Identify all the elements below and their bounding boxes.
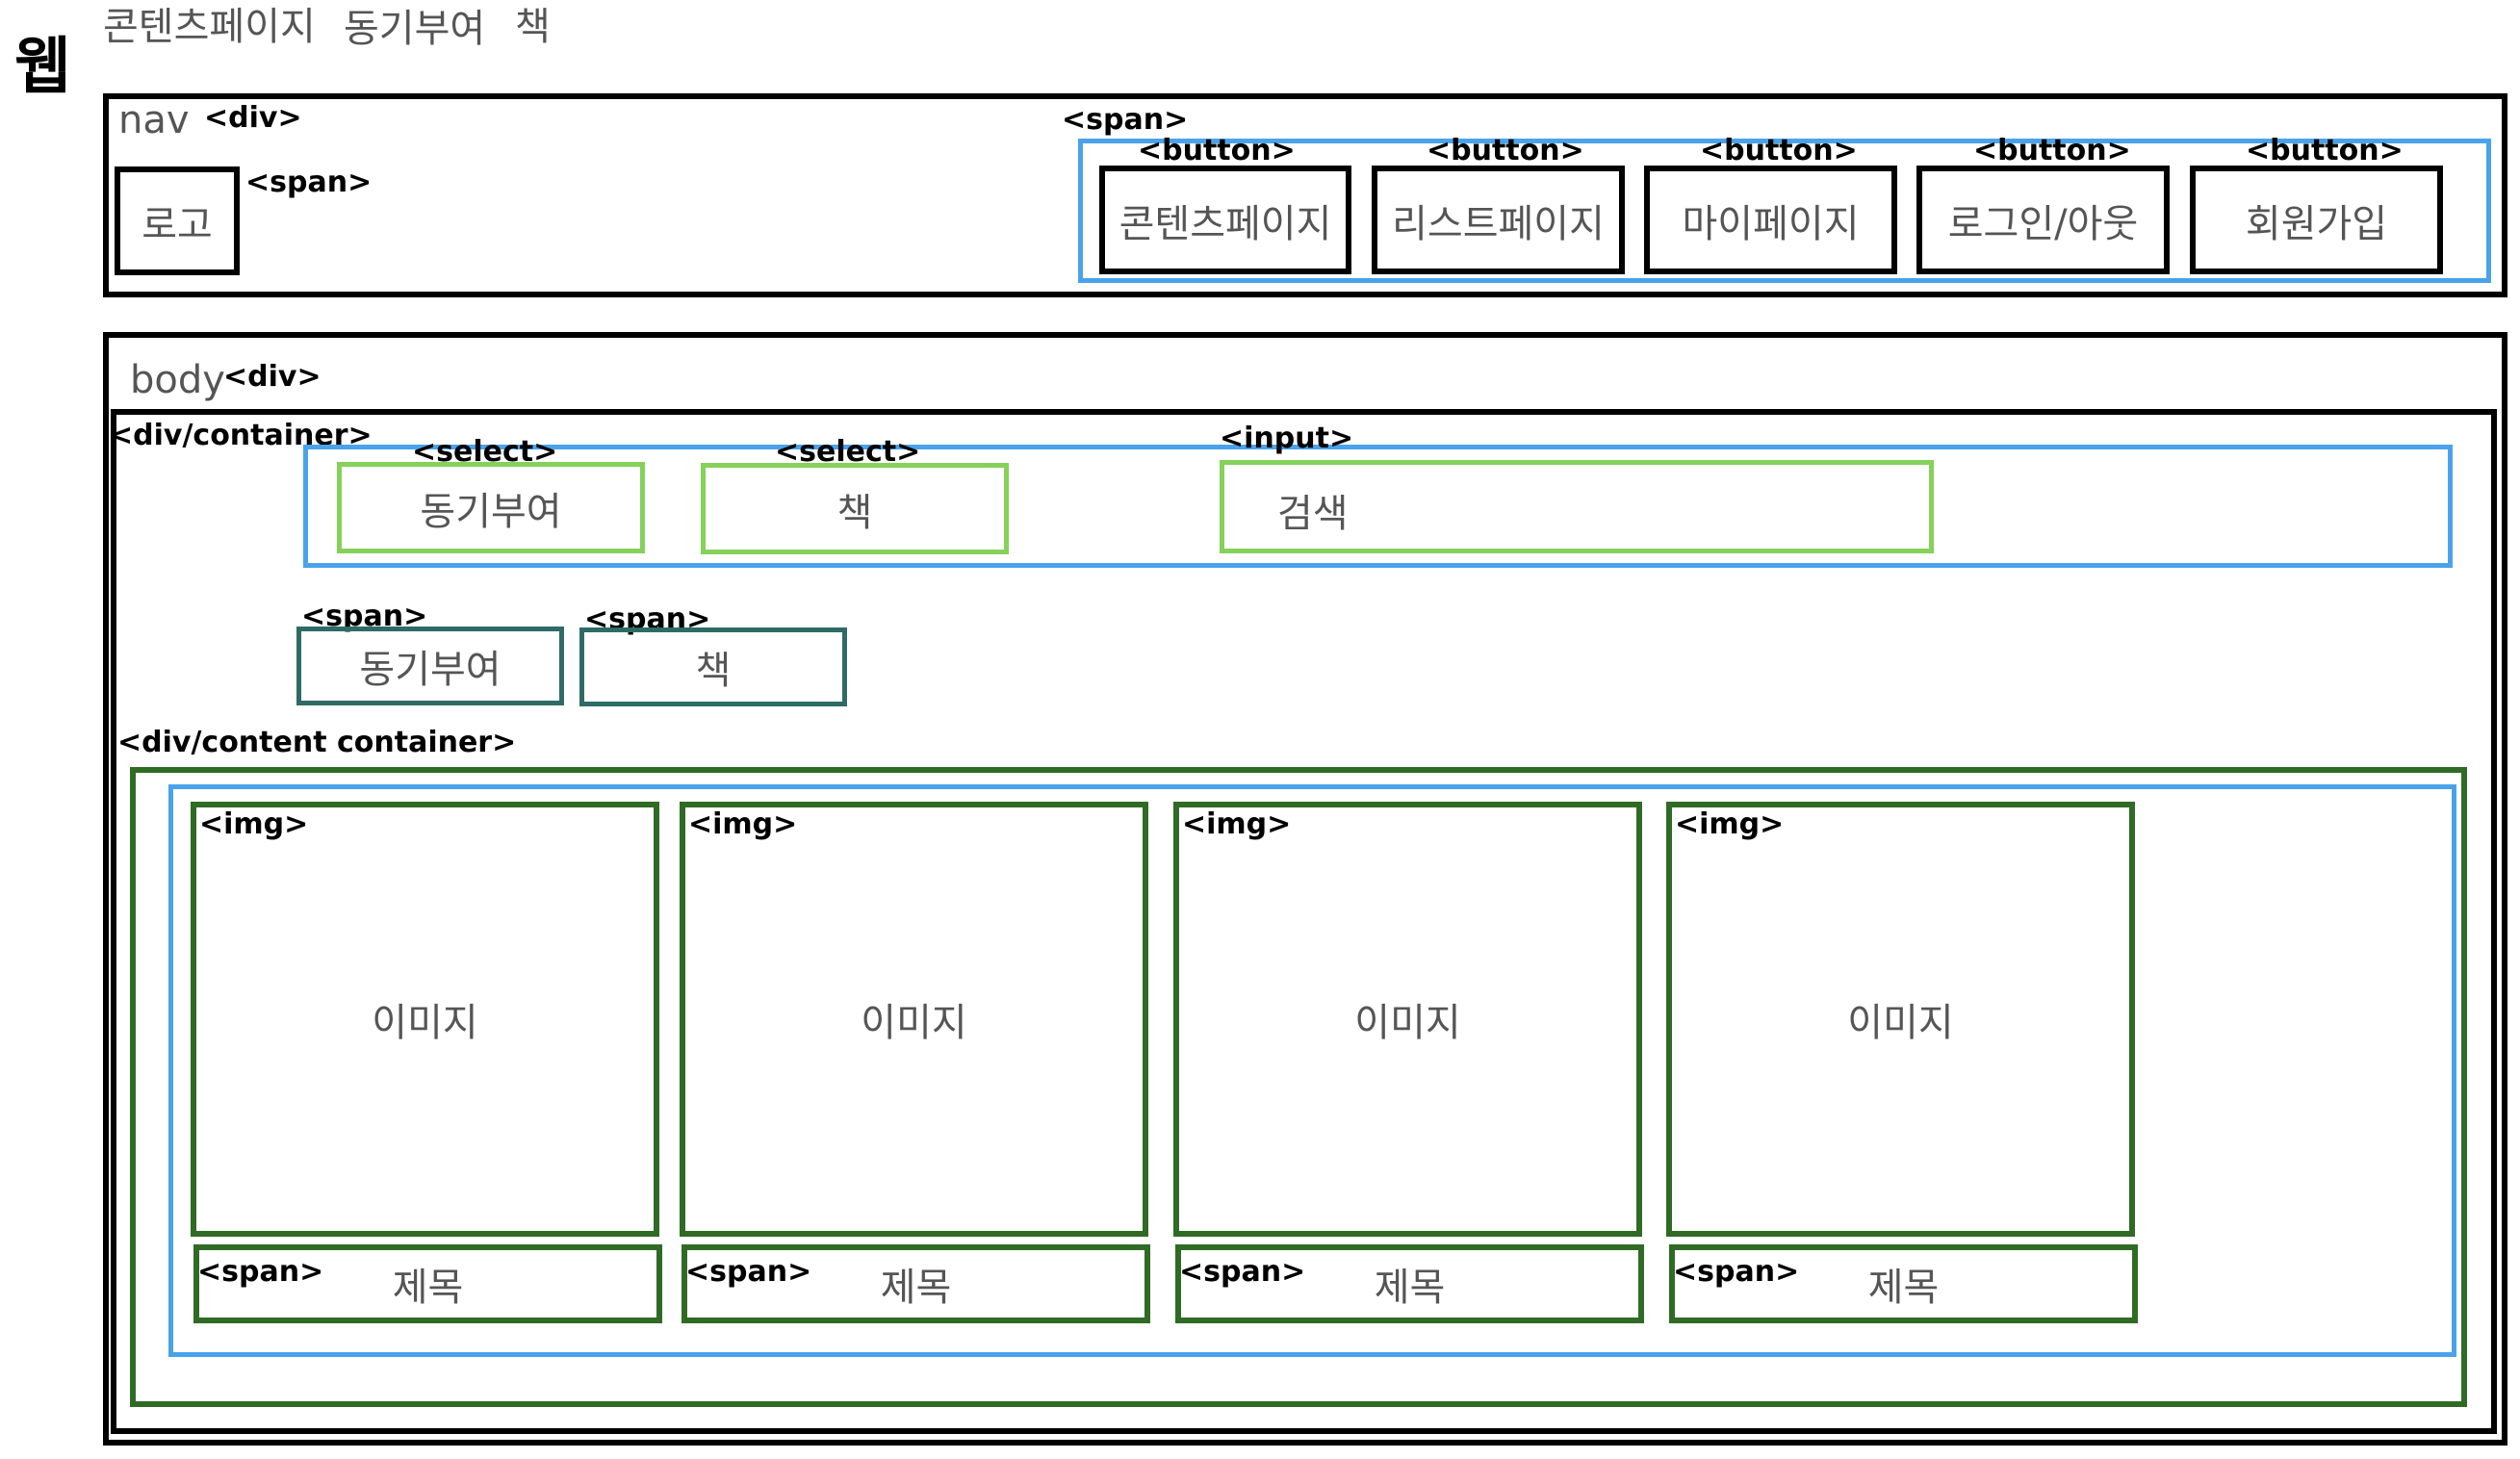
buttons-span-tag: <span> xyxy=(1062,103,1189,137)
search-row-box xyxy=(303,445,2453,568)
nav-button-sign-up[interactable]: 회원가입 xyxy=(2190,166,2443,274)
title-span-tag: <span> xyxy=(197,1255,324,1289)
nav-button-label: 마이페이지 xyxy=(1682,201,1860,246)
subtitle-item-motivation: 동기부여 xyxy=(344,7,486,51)
card-list-box xyxy=(168,784,2456,1357)
page-title: 웹 xyxy=(14,32,71,103)
button-tag-3: <button> xyxy=(1700,134,1858,167)
content-container-box xyxy=(130,767,2467,1407)
img-tag: <img> xyxy=(1675,807,1785,841)
container-box xyxy=(111,409,2497,1434)
button-tag-4: <button> xyxy=(1973,134,2131,167)
select-label: 동기부여 xyxy=(420,489,562,534)
card-title[interactable]: 제목 xyxy=(681,1244,1150,1323)
tag-span-label: 책 xyxy=(695,649,732,693)
img-tag: <img> xyxy=(1182,807,1292,841)
search-input-label: 검색 xyxy=(1277,492,1349,536)
card-title-text: 제목 xyxy=(1374,1266,1446,1310)
title-span-tag: <span> xyxy=(1179,1255,1306,1289)
search-input[interactable]: 검색 xyxy=(1220,460,1934,553)
nav-button-my-page[interactable]: 마이페이지 xyxy=(1644,166,1897,274)
body-div-tag: <div> xyxy=(223,360,321,394)
card-image[interactable]: 이미지 xyxy=(1666,802,2135,1237)
img-tag: <img> xyxy=(199,807,309,841)
nav-box xyxy=(103,93,2507,297)
buttons-span-box xyxy=(1078,139,2491,283)
span-tag-1: <span> xyxy=(301,600,428,633)
card-title[interactable]: 제목 xyxy=(1175,1244,1644,1323)
nav-button-content-page[interactable]: 콘텐츠페이지 xyxy=(1099,166,1351,274)
img-tag: <img> xyxy=(688,807,798,841)
nav-button-label: 로그인/아웃 xyxy=(1947,201,2139,246)
content-container-tag: <div/content container> xyxy=(117,726,517,759)
select-book[interactable]: 책 xyxy=(701,463,1009,554)
card-image[interactable]: 이미지 xyxy=(1173,802,1642,1237)
subtitle-item-book: 책 xyxy=(515,5,551,49)
card-title[interactable]: 제목 xyxy=(193,1244,662,1323)
nav-button-login-logout[interactable]: 로그인/아웃 xyxy=(1916,166,2170,274)
body-label: body xyxy=(130,358,225,402)
card-title-text: 제목 xyxy=(392,1266,464,1310)
nav-button-label: 회원가입 xyxy=(2245,201,2388,246)
tag-span-book[interactable]: 책 xyxy=(579,627,847,706)
nav-label: nav xyxy=(118,98,190,142)
card-title[interactable]: 제목 xyxy=(1669,1244,2138,1323)
card-image-label: 이미지 xyxy=(372,1001,478,1045)
nav-div-tag: <div> xyxy=(204,101,302,135)
title-span-tag: <span> xyxy=(1673,1255,1800,1289)
subtitle-item-content-page: 콘텐츠페이지 xyxy=(103,5,316,49)
nav-button-list-page[interactable]: 리스트페이지 xyxy=(1372,166,1625,274)
logo-text: 로고 xyxy=(141,202,213,247)
card-title-text: 제목 xyxy=(1867,1266,1940,1310)
body-box xyxy=(103,332,2507,1446)
logo[interactable]: 로고 xyxy=(115,166,240,275)
select-tag-1: <select> xyxy=(412,435,558,469)
card-image[interactable]: 이미지 xyxy=(680,802,1148,1237)
tag-span-label: 동기부여 xyxy=(359,648,501,692)
button-tag-5: <button> xyxy=(2246,134,2404,167)
card-title-text: 제목 xyxy=(880,1266,952,1310)
nav-button-label: 리스트페이지 xyxy=(1392,201,1605,246)
nav-button-label: 콘텐츠페이지 xyxy=(1119,201,1332,246)
input-tag: <input> xyxy=(1220,422,1354,455)
card-image-label: 이미지 xyxy=(861,1001,967,1045)
button-tag-1: <button> xyxy=(1138,134,1296,167)
title-span-tag: <span> xyxy=(685,1255,812,1289)
card-image[interactable]: 이미지 xyxy=(191,802,659,1237)
select-tag-2: <select> xyxy=(775,435,921,469)
button-tag-2: <button> xyxy=(1427,134,1584,167)
tag-span-motivation[interactable]: 동기부여 xyxy=(296,627,564,705)
select-motivation[interactable]: 동기부여 xyxy=(337,462,645,553)
card-image-label: 이미지 xyxy=(1354,1001,1461,1045)
select-label: 책 xyxy=(836,490,873,535)
logo-span-tag: <span> xyxy=(245,166,373,199)
card-image-label: 이미지 xyxy=(1847,1001,1954,1045)
